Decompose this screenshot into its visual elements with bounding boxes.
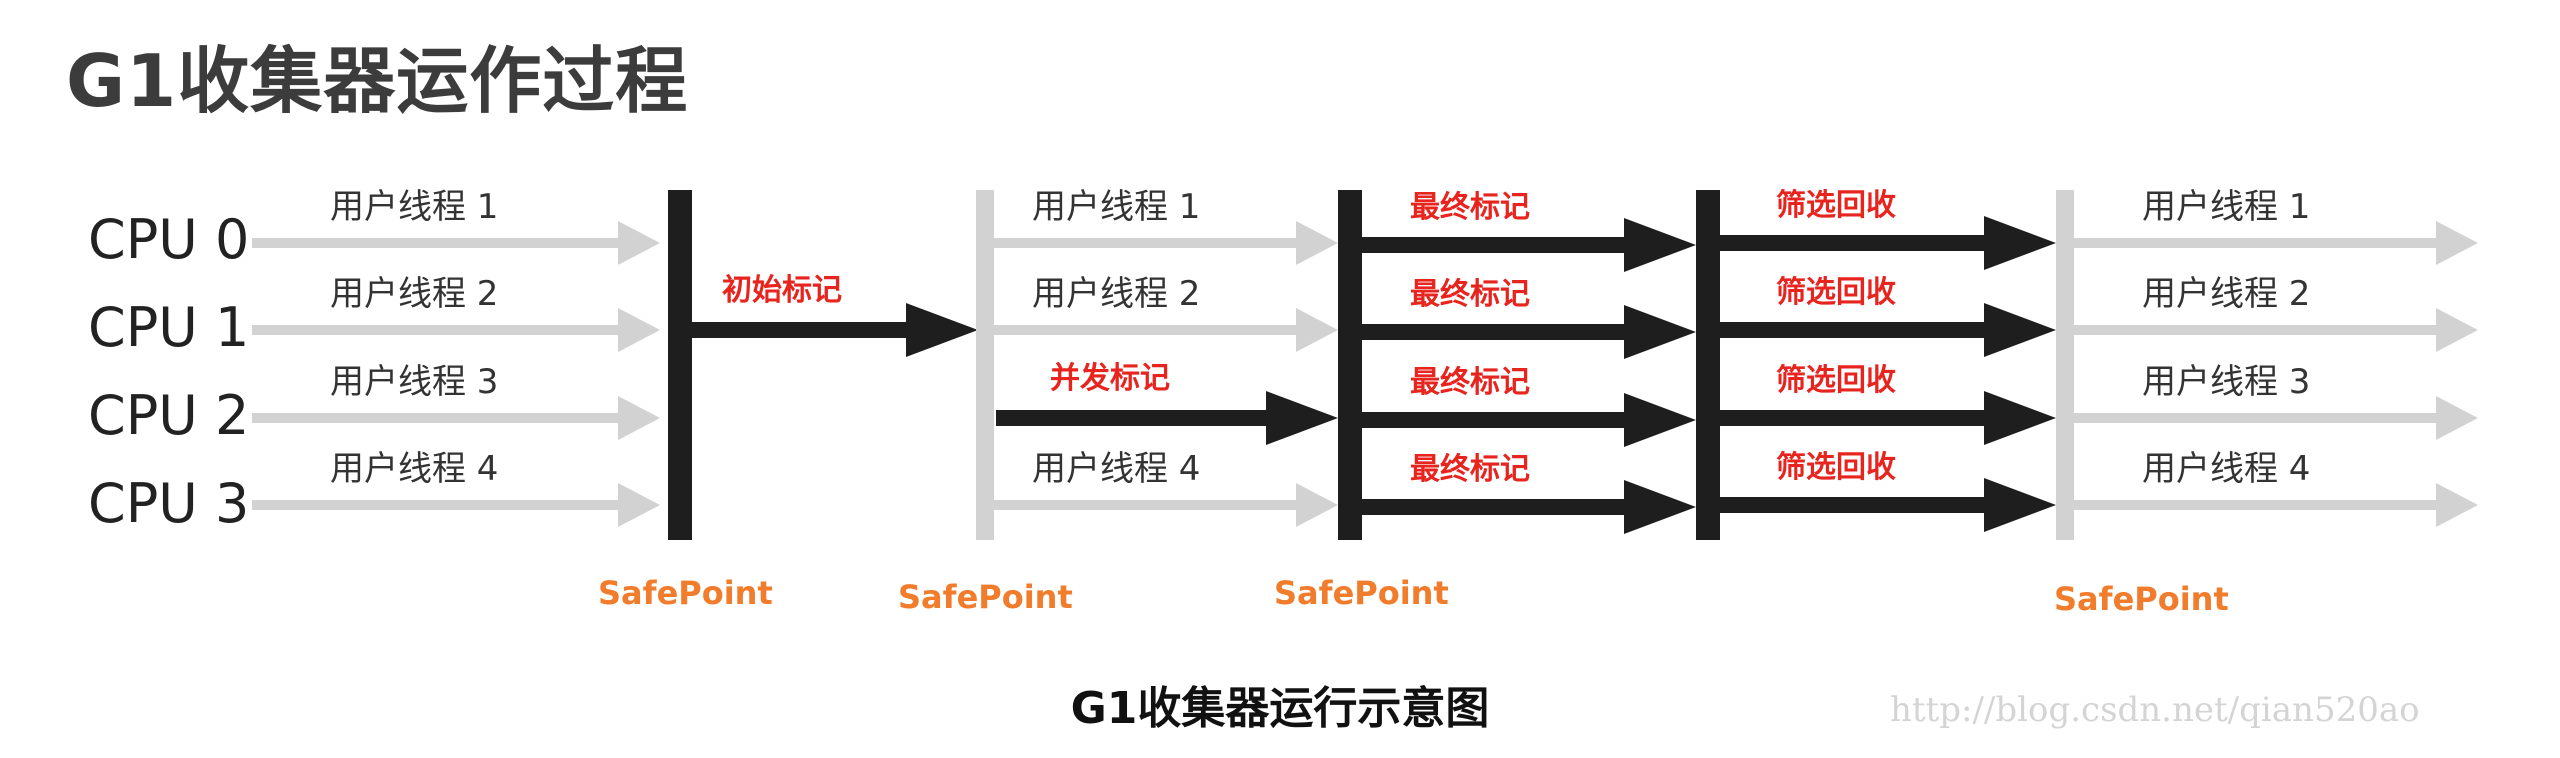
user-thread-label: 用户线程 4: [330, 449, 498, 489]
user-thread-label: 用户线程 2: [330, 274, 498, 314]
screening-recycle-arrow: [1720, 322, 1986, 338]
user-thread-arrow: [252, 325, 620, 335]
screening-recycle-arrow: [1720, 235, 1986, 251]
diagram-caption: G1收集器运行示意图: [1070, 683, 1490, 734]
user-thread-arrow: [2074, 413, 2438, 423]
user-thread-arrow-head: [618, 308, 660, 352]
user-thread-arrow: [2074, 325, 2438, 335]
page-title: G1收集器运作过程: [66, 39, 689, 123]
concurrent-mark-arrow-head: [1266, 391, 1338, 445]
final-mark-arrow: [1362, 412, 1626, 428]
user-thread-label: 用户线程 2: [1032, 274, 1200, 314]
final-mark-arrow-head: [1624, 480, 1696, 534]
user-thread-arrow-head: [618, 483, 660, 527]
initial-mark-label: 初始标记: [722, 273, 842, 308]
user-thread-label: 用户线程 4: [2142, 449, 2310, 489]
cpu-label: CPU 0: [88, 208, 249, 271]
user-thread-label: 用户线程 4: [1032, 449, 1200, 489]
user-thread-arrow: [252, 238, 620, 248]
user-thread-arrow: [2074, 500, 2438, 510]
user-thread-arrow-head: [2436, 483, 2478, 527]
user-thread-arrow-head: [618, 221, 660, 265]
safepoint-bar: [668, 190, 692, 540]
user-thread-arrow: [994, 325, 1298, 335]
user-thread-arrow-head: [2436, 308, 2478, 352]
user-thread-arrow-head: [618, 396, 660, 440]
user-thread-label: 用户线程 3: [330, 362, 498, 402]
final-mark-arrow: [1362, 324, 1626, 340]
safepoint-label: SafePoint: [898, 578, 1073, 616]
final-mark-label: 最终标记: [1410, 365, 1530, 400]
user-thread-arrow-head: [2436, 221, 2478, 265]
user-thread-arrow-head: [1296, 221, 1338, 265]
safepoint-label: SafePoint: [2054, 580, 2229, 618]
user-thread-label: 用户线程 1: [330, 187, 498, 227]
final-mark-label: 最终标记: [1410, 190, 1530, 225]
screening-recycle-label: 筛选回收: [1776, 363, 1896, 398]
user-thread-arrow: [994, 500, 1298, 510]
final-mark-arrow-head: [1624, 305, 1696, 359]
cpu-label: CPU 2: [88, 384, 249, 447]
screening-recycle-arrow: [1720, 410, 1986, 426]
watermark: http://blog.csdn.net/qian520ao: [1890, 690, 2420, 730]
cpu-label: CPU 3: [88, 472, 249, 535]
user-thread-label: 用户线程 1: [1032, 187, 1200, 227]
screening-recycle-arrow-head: [1984, 216, 2056, 270]
user-thread-arrow-head: [2436, 396, 2478, 440]
user-thread-arrow: [252, 500, 620, 510]
safepoint-bar-light: [976, 190, 994, 540]
initial-mark-arrow: [692, 322, 908, 338]
user-thread-arrow-head: [1296, 308, 1338, 352]
safepoint-label: SafePoint: [598, 574, 773, 612]
final-mark-label: 最终标记: [1410, 277, 1530, 312]
screening-recycle-label: 筛选回收: [1776, 275, 1896, 310]
user-thread-label: 用户线程 2: [2142, 274, 2310, 314]
screening-recycle-arrow-head: [1984, 391, 2056, 445]
screening-recycle-arrow-head: [1984, 478, 2056, 532]
user-thread-label: 用户线程 3: [2142, 362, 2310, 402]
screening-recycle-label: 筛选回收: [1776, 188, 1896, 223]
safepoint-bar-light: [2056, 190, 2074, 540]
user-thread-arrow: [2074, 238, 2438, 248]
cpu-label: CPU 1: [88, 296, 249, 359]
user-thread-arrow: [994, 238, 1298, 248]
user-thread-label: 用户线程 1: [2142, 187, 2310, 227]
user-thread-arrow: [252, 413, 620, 423]
screening-start-bar: [1696, 190, 1720, 540]
user-thread-arrow-head: [1296, 483, 1338, 527]
final-mark-arrow: [1362, 499, 1626, 515]
safepoint-label: SafePoint: [1274, 574, 1449, 612]
safepoint-bar: [1338, 190, 1362, 540]
screening-recycle-label: 筛选回收: [1776, 450, 1896, 485]
screening-recycle-arrow-head: [1984, 303, 2056, 357]
final-mark-label: 最终标记: [1410, 452, 1530, 487]
concurrent-mark-arrow: [996, 410, 1268, 426]
final-mark-arrow-head: [1624, 393, 1696, 447]
initial-mark-arrow-head: [906, 303, 978, 357]
final-mark-arrow-head: [1624, 218, 1696, 272]
concurrent-mark-label: 并发标记: [1050, 361, 1170, 396]
final-mark-arrow: [1362, 237, 1626, 253]
screening-recycle-arrow: [1720, 497, 1986, 513]
